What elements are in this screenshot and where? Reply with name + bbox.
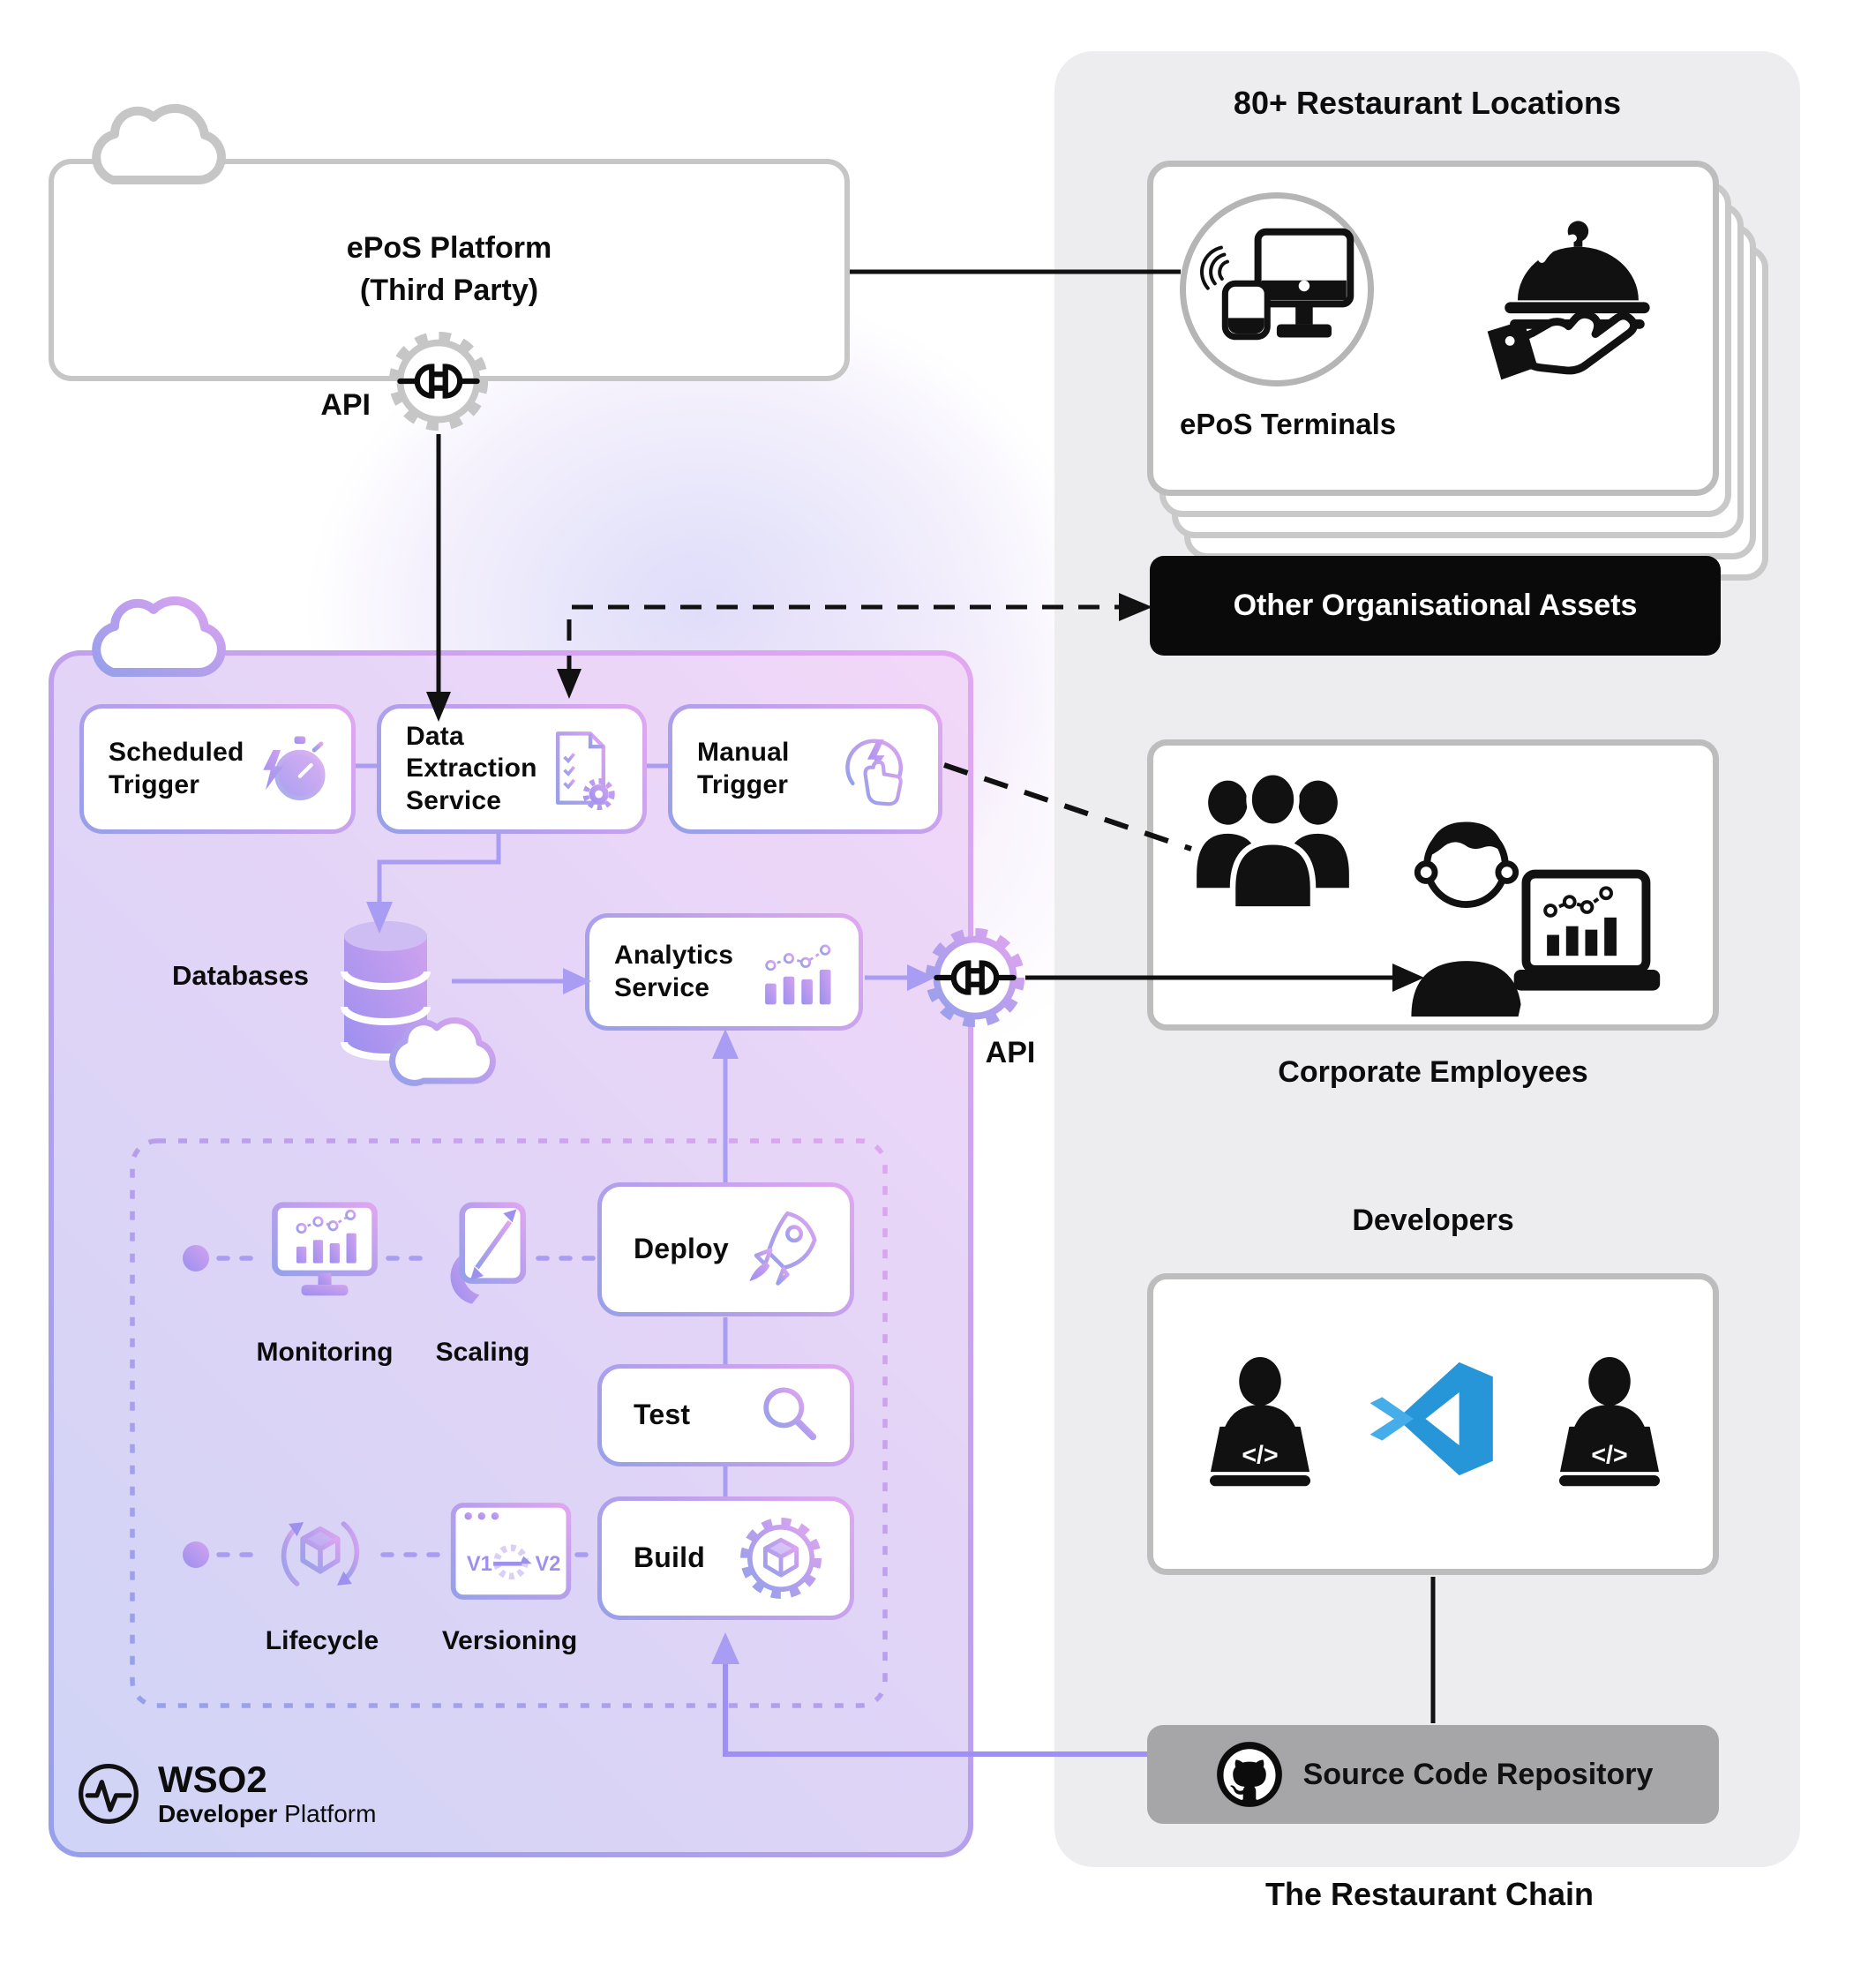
epos-platform-subtitle: (Third Party) bbox=[359, 274, 539, 307]
monitoring-label: Monitoring bbox=[256, 1338, 394, 1367]
wso2-pulse-icon bbox=[79, 1764, 139, 1824]
test-box: Test bbox=[597, 1364, 854, 1466]
scaling-icon bbox=[434, 1198, 533, 1311]
scheduled-trigger-label: Scheduled Trigger bbox=[109, 737, 244, 799]
stopwatch-icon bbox=[263, 735, 326, 800]
vscode-icon bbox=[1368, 1352, 1500, 1486]
wso2-product-regular: Platform bbox=[277, 1800, 377, 1828]
rocket-icon bbox=[749, 1211, 817, 1286]
people-group-icon bbox=[1187, 761, 1359, 928]
data-extraction-box: Data Extraction Service bbox=[377, 704, 647, 834]
build-label: Build bbox=[634, 1541, 705, 1574]
lifecycle-label: Lifecycle bbox=[265, 1626, 379, 1655]
api-label-top: API bbox=[320, 388, 371, 422]
food-service-cloche-icon bbox=[1475, 205, 1674, 390]
developer-laptop-icon: </> bbox=[1542, 1348, 1677, 1500]
terminals-label: ePoS Terminals bbox=[1180, 408, 1397, 440]
analytics-service-label: Analytics Service bbox=[614, 940, 734, 1002]
wso2-brand: WSO2 bbox=[158, 1759, 267, 1800]
data-extraction-label: Data Extraction Service bbox=[406, 721, 537, 815]
person-laptop-chart-icon bbox=[1377, 799, 1672, 1017]
test-label: Test bbox=[634, 1399, 691, 1431]
wso2-logo: WSO2 Developer Platform bbox=[75, 1759, 377, 1829]
version-to: V2 bbox=[535, 1553, 560, 1576]
locations-title: 80+ Restaurant Locations bbox=[1233, 85, 1622, 121]
source-repo-label: Source Code Repository bbox=[1302, 1757, 1654, 1791]
github-icon bbox=[1216, 1742, 1282, 1807]
gear-cube-icon bbox=[740, 1518, 822, 1599]
other-assets-box: Other Organisational Assets bbox=[1150, 556, 1721, 656]
code-glyph: </> bbox=[1242, 1442, 1278, 1470]
api-gear-icon bbox=[386, 328, 492, 434]
cloud-icon-purple bbox=[72, 584, 240, 681]
code-glyph: </> bbox=[1591, 1442, 1627, 1470]
manual-trigger-label: Manual Trigger bbox=[697, 737, 790, 799]
corporate-label: Corporate Employees bbox=[1278, 1055, 1588, 1089]
lifecycle-icon bbox=[262, 1496, 379, 1612]
versioning-icon: V1 V2 bbox=[448, 1500, 574, 1604]
pos-terminal-icon bbox=[1200, 228, 1354, 341]
version-from: V1 bbox=[467, 1553, 492, 1576]
hand-tap-icon bbox=[845, 739, 904, 806]
magnifier-icon bbox=[763, 1387, 817, 1441]
developer-laptop-icon: </> bbox=[1193, 1348, 1327, 1500]
api-gear-icon-right bbox=[922, 925, 1028, 1031]
chain-footer-label: The Restaurant Chain bbox=[1264, 1876, 1595, 1912]
api-label-right: API bbox=[985, 1036, 1036, 1069]
wso2-product-bold: Developer bbox=[158, 1800, 278, 1828]
databases-icon bbox=[319, 904, 505, 1090]
manual-trigger-box: Manual Trigger bbox=[668, 704, 942, 834]
epos-platform-title: ePoS Platform bbox=[346, 231, 552, 266]
other-assets-label: Other Organisational Assets bbox=[1233, 589, 1638, 622]
terminal-circle bbox=[1180, 192, 1374, 386]
bar-chart-icon bbox=[765, 944, 831, 1004]
cloud-icon bbox=[72, 92, 240, 189]
build-box: Build bbox=[597, 1496, 854, 1620]
developers-title: Developers bbox=[1352, 1204, 1514, 1237]
document-gear-icon bbox=[555, 731, 615, 810]
analytics-service-box: Analytics Service bbox=[585, 913, 863, 1031]
deploy-box: Deploy bbox=[597, 1182, 854, 1316]
monitoring-icon bbox=[266, 1198, 383, 1306]
databases-label: Databases bbox=[171, 960, 310, 991]
source-repo-box: Source Code Repository bbox=[1147, 1725, 1719, 1824]
scaling-label: Scaling bbox=[435, 1338, 530, 1367]
versioning-label: Versioning bbox=[441, 1626, 578, 1655]
scheduled-trigger-box: Scheduled Trigger bbox=[79, 704, 356, 834]
deploy-label: Deploy bbox=[634, 1233, 729, 1265]
